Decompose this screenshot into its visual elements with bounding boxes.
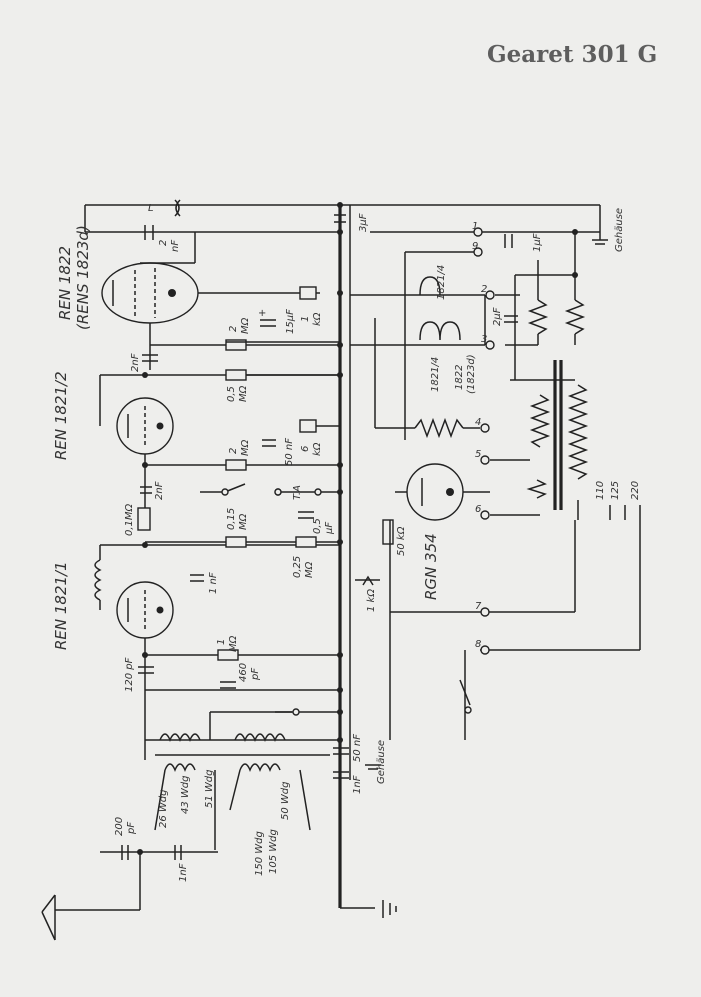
label-43wdg: 43 Wdg [180,776,191,815]
component-labels: L 2 nF 3µF 1µF + 15µF 1 kΩ 2 MΩ 2nF 0,5 … [114,203,641,882]
terminal-6: 6 [475,504,481,515]
label-025m: 0,25 [292,556,303,578]
label-gehause-a: Gehäuse [614,208,625,252]
terminals [274,227,495,655]
label-ta: T.A [292,485,303,500]
label-2m-b: 2 [228,448,239,454]
label-1k-pot: 1 kΩ [366,589,377,612]
label-200-unit: pF [126,822,137,835]
ground-symbols [340,239,608,918]
label-460-unit: pF [250,668,261,681]
label-015m: 0,15 [226,508,237,530]
label-460: 460 [238,663,249,682]
label-1nf-c: 1nF [178,863,189,882]
diagram-title: Gearet 301 G [487,41,657,68]
resistors [137,286,394,661]
label-120pf: 120 pF [124,657,135,692]
label-51wdg: 51 Wdg [204,770,215,809]
label-025m-unit: MΩ [304,561,315,578]
input-coils [55,689,340,911]
label-2nf-top-unit: nF [170,240,181,252]
label-1k: 1 [300,316,311,322]
label-1821-4: 1821/4 [436,265,447,300]
label-3uf: 3µF [358,213,369,232]
label-015m-unit: MΩ [238,513,249,530]
label-1823d: (1823d) [466,354,477,394]
label-2uf: 2µF [492,307,503,326]
label-105wdg: 105 Wdg [268,829,279,874]
terminal-9: 9 [472,241,478,252]
label-50nf-b: 50 nF [352,734,363,762]
junction-dots [137,202,578,855]
label-ren1821-2: REN 1821/2 [52,371,70,460]
terminal-5: 5 [475,449,481,460]
label-26wdg: 26 Wdg [158,790,169,829]
tube-rgn354 [395,463,490,521]
label-2nf-top: 2 [158,240,169,246]
label-1m-unit: MΩ [228,635,239,652]
label-2nf-b: 2nF [130,353,141,372]
switches [174,199,340,716]
label-50k: 50 kΩ [396,526,407,556]
terminal-7: 7 [475,601,482,612]
terminal-3: 3 [481,334,487,345]
label-01m: 0,1MΩ [124,503,135,536]
label-ren1821-1: REN 1821/1 [52,561,70,650]
label-1nf-b: 1nF [352,775,363,794]
label-rens1823d: (RENS 1823d) [74,225,92,330]
label-05m-unit: MΩ [238,385,249,402]
label-05uf-unit: µF [324,522,335,535]
coil-regeneration [94,545,102,610]
label-05m: 0,5 [226,386,237,402]
label-2nf-c: 2nF [154,481,165,500]
terminal-4: 4 [475,417,481,428]
label-110: 110 [595,481,606,500]
output-transformer [405,232,641,640]
label-1821-4b: 1821/4 [430,357,441,392]
label-6k: 6 [300,446,311,452]
label-220: 220 [630,481,641,500]
antenna-icon [41,894,56,941]
right-wiring [350,251,641,740]
label-50nf: 50 nF [284,438,295,466]
terminal-2: 2 [481,284,487,295]
label-gehause-b: Gehäuse [376,740,387,784]
tube-ren1822 [101,232,320,370]
terminal-1: 1 [472,221,478,232]
label-6k-unit: kΩ [312,442,323,456]
label-15uf: 15µF [285,309,296,334]
label-2m-a: 2 [228,326,239,332]
label-125: 125 [610,481,621,500]
label-1k-unit: kΩ [312,312,323,326]
tube-ren1821-2 [99,374,340,530]
label-ren1822: REN 1822 [56,246,74,320]
terminal-numbers: 1 9 2 3 4 5 6 7 8 [472,221,487,650]
label-50wdg: 50 Wdg [280,782,291,821]
label-200: 200 [114,817,125,836]
label-150wdg: 150 Wdg [254,831,265,876]
label-rgn354: RGN 354 [422,533,440,600]
label-2m-b-unit: MΩ [240,439,251,456]
terminal-8: 8 [475,639,481,650]
label-2m-a-unit: MΩ [240,317,251,334]
label-1822: 1822 [454,365,465,390]
label-plus: + [258,308,266,319]
label-l: L [148,203,154,214]
label-1uf: 1µF [532,233,543,252]
tube-ren1821-1 [100,544,340,760]
label-1nf-a: 1 nF [208,572,219,594]
label-1m: 1 [216,639,227,645]
label-05uf: 0,5 [312,518,323,534]
